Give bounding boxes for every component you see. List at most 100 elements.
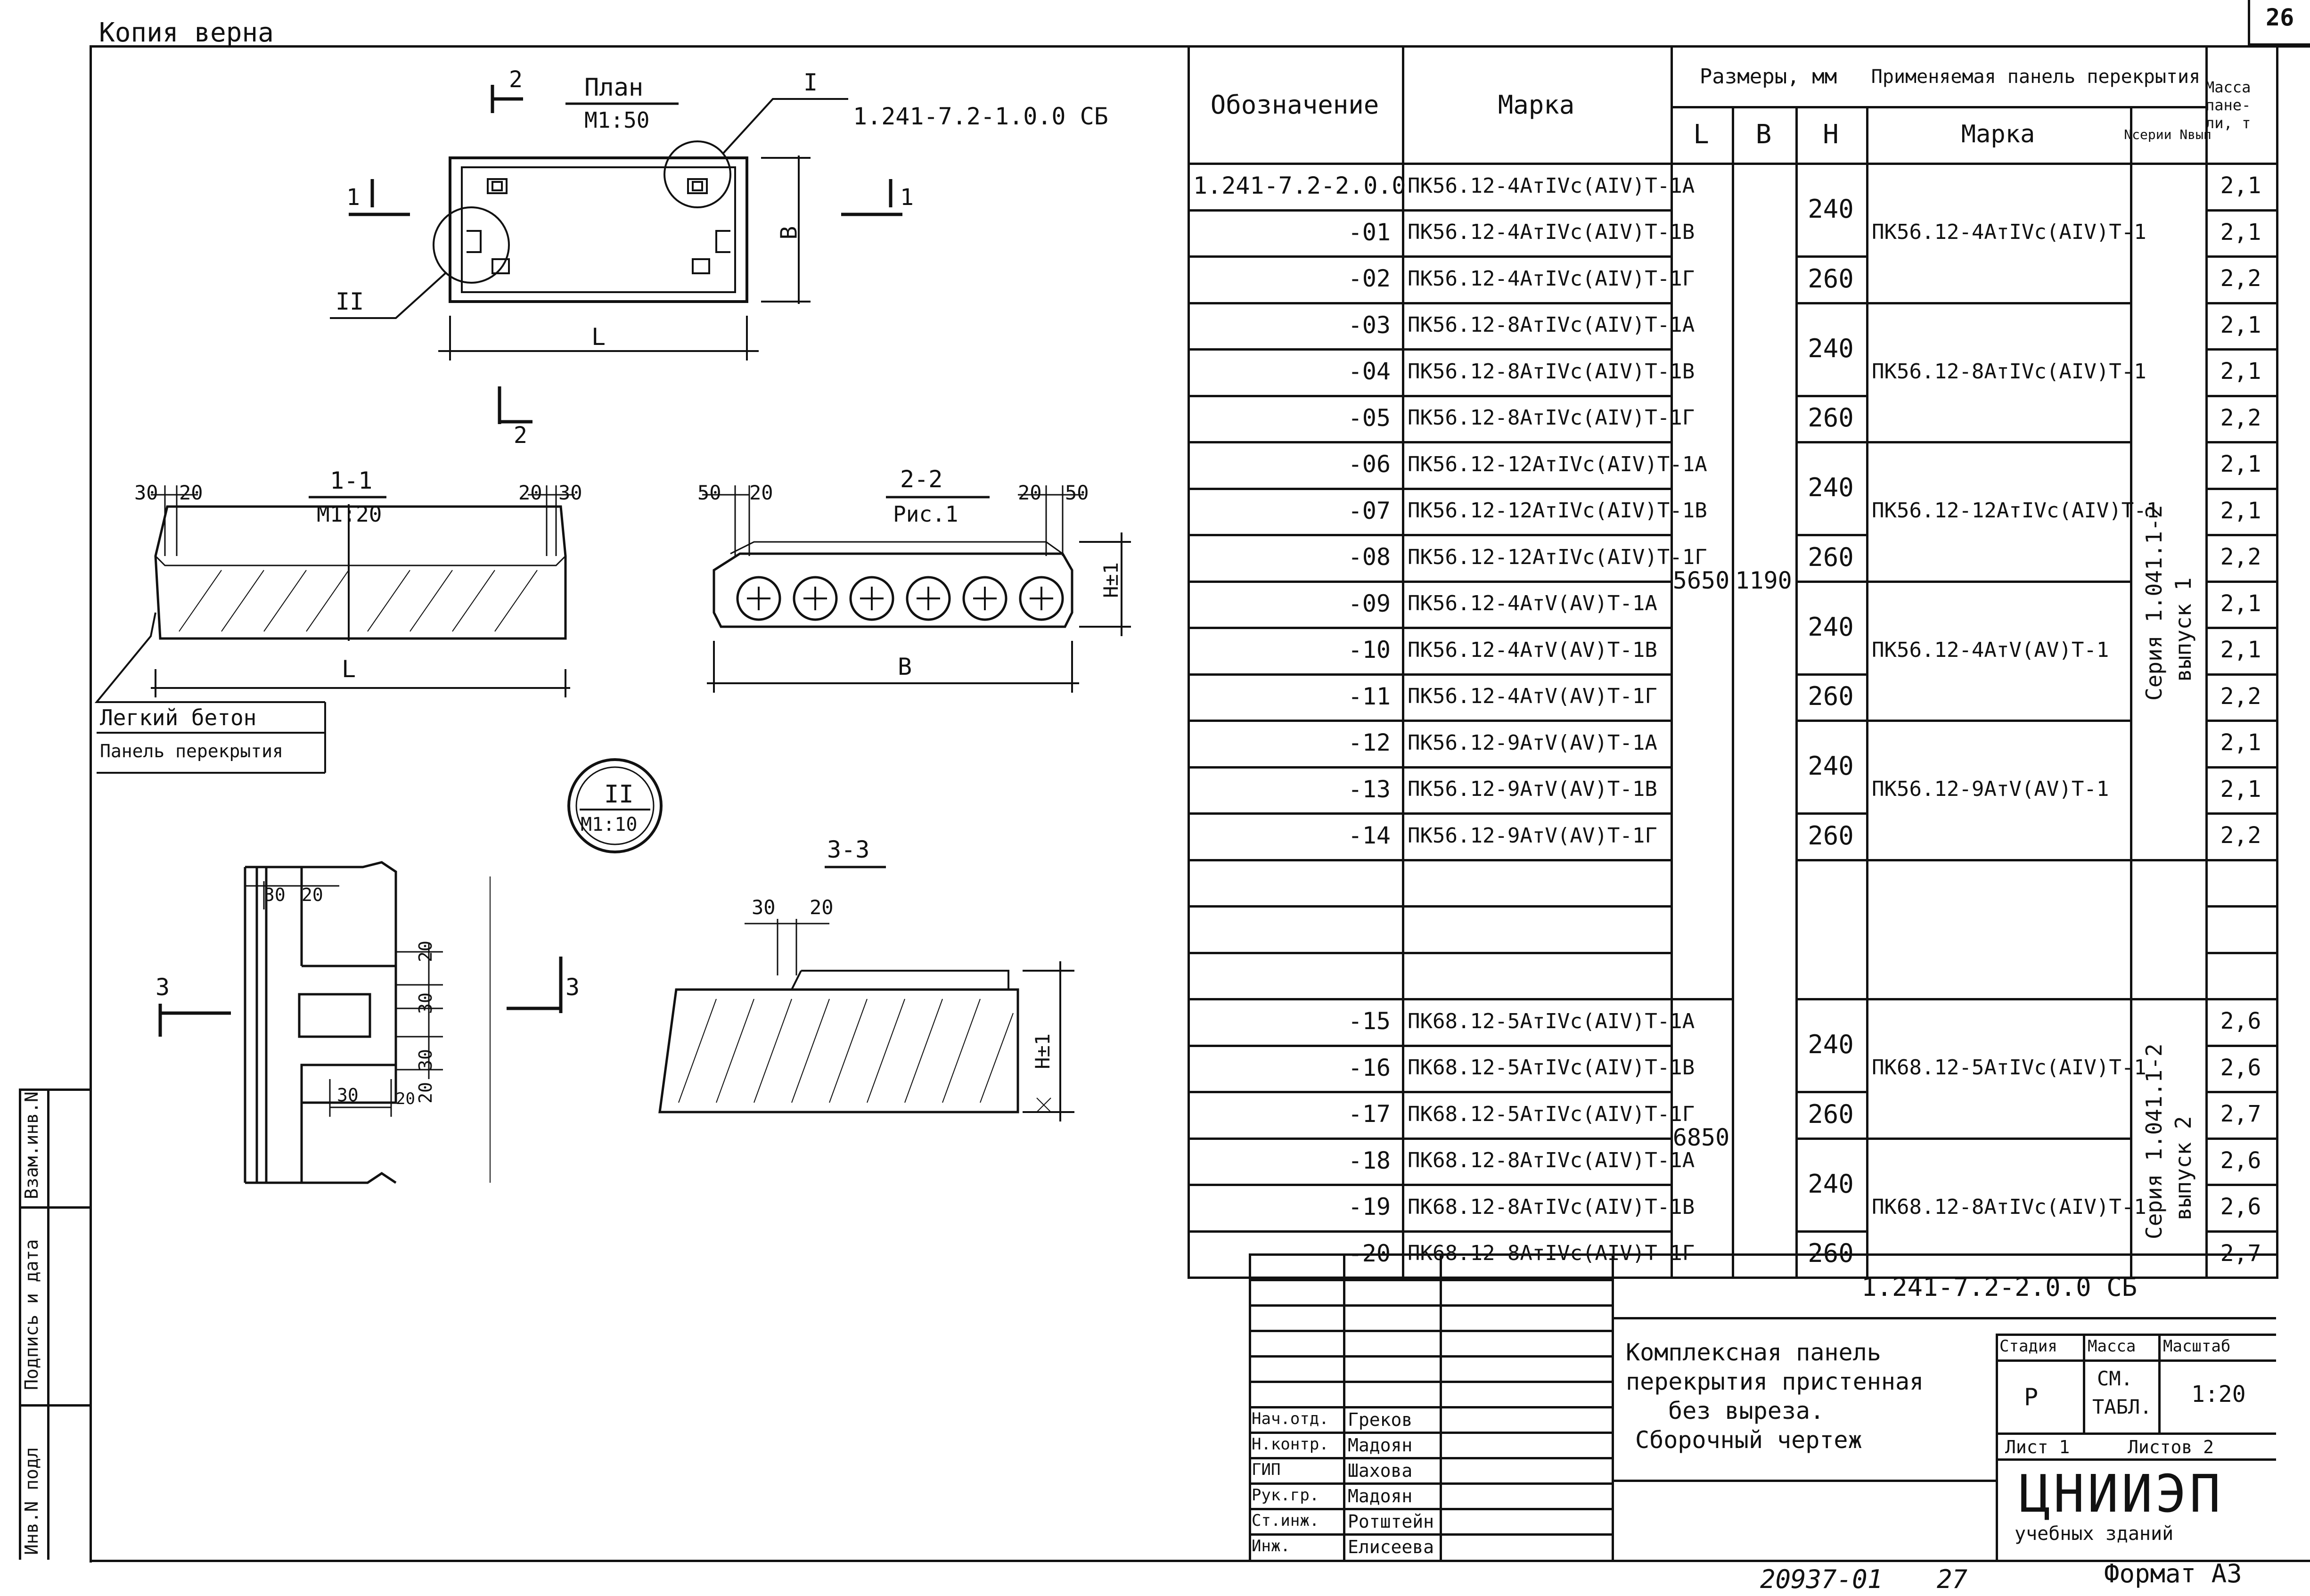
mass-cell — [2205, 952, 2276, 999]
designation-cell: -07 — [1348, 497, 1391, 524]
section-3-3-dim-h: Н±1 — [1031, 1033, 1054, 1069]
signer-role: Рук.гр. — [1252, 1486, 1319, 1505]
designation-cell: -06 — [1348, 450, 1391, 478]
row-rule — [2205, 998, 2276, 1000]
designation-cell — [1188, 859, 1402, 906]
header-b: В — [1755, 119, 1772, 150]
signer-role: Ст.инж. — [1252, 1511, 1319, 1530]
row-rule — [2205, 1044, 2276, 1047]
section-1-1-scale: М1:20 — [317, 501, 382, 527]
row-rule — [1188, 998, 1671, 1000]
panel-mark-cell: ПК68.12-5АтIVс(АIV)Т-1 — [1872, 1056, 2146, 1080]
group-rule — [1795, 812, 1866, 815]
group-rule — [1795, 1230, 1866, 1233]
group-rule — [1795, 163, 2130, 165]
issue-line: выпуск 1 — [2171, 577, 2196, 682]
series-group-rule — [2130, 998, 2205, 1000]
title-rule — [1996, 1458, 2276, 1461]
row-rule — [1188, 1137, 1671, 1140]
row-rule — [2205, 209, 2276, 212]
row-rule — [2205, 1184, 2276, 1186]
mass-cell: 2,1 — [2220, 451, 2261, 478]
group-rule — [1795, 255, 1866, 258]
section-2-2-dim-20a: 20 — [749, 481, 773, 504]
group-rule — [1795, 1137, 2130, 1140]
section-1-1-dim-30b: 30 — [558, 481, 582, 504]
designation-cell: -17 — [1348, 1100, 1391, 1128]
sheet-label: Лист 1 — [2005, 1437, 2070, 1457]
corner-rule-h — [2248, 43, 2310, 46]
title-rule — [1249, 1482, 1612, 1485]
stage-value: Р — [2024, 1383, 2039, 1411]
issue-line: выпуск 2 — [2171, 1116, 2196, 1220]
signer-role: Инж. — [1252, 1537, 1290, 1555]
section-2-2-dim-20b: 20 — [1018, 481, 1042, 504]
header-designation: Обозначение — [1210, 90, 1379, 120]
row-rule — [2205, 673, 2276, 676]
row-rule — [1188, 951, 1671, 954]
row-rule — [2205, 163, 2276, 165]
h-value-cell: 260 — [1808, 1238, 1854, 1269]
row-rule — [2205, 487, 2276, 490]
h-value-cell: 260 — [1808, 681, 1854, 712]
frame-bottom — [90, 1560, 2310, 1562]
series-line: Серия 1.041.1-2 — [2141, 1043, 2167, 1239]
group-rule — [1795, 720, 2130, 722]
header-panel: Применяемая панель перекрытия — [1871, 65, 2201, 88]
title-rule — [1612, 1317, 2276, 1319]
row-rule — [1188, 905, 1671, 908]
designation-cell: -18 — [1348, 1146, 1391, 1174]
group-rule — [1795, 1277, 2130, 1279]
row-rule — [2205, 394, 2276, 397]
scale-label: Масштаб — [2163, 1337, 2231, 1356]
detail-2-label: II — [604, 780, 634, 809]
drawing-name-line: без выреза. — [1668, 1397, 1825, 1424]
plan-title: План — [584, 74, 644, 102]
series-line: Серия 1.041.1-2 — [2141, 505, 2167, 701]
mass-cell: 2,1 — [2220, 637, 2261, 663]
header-series: Nсерии Nвып — [2124, 126, 2212, 142]
row-rule — [1188, 1091, 1671, 1093]
title-rule — [2083, 1334, 2085, 1432]
plan-cut-1-right: 1 — [900, 184, 914, 211]
mass-cell: 2,6 — [2220, 1147, 2261, 1174]
mass-cell: 2,2 — [2220, 544, 2261, 571]
sheet-number: 27 — [1937, 1564, 1968, 1594]
designation-cell: -08 — [1348, 543, 1391, 571]
header-mark: Марка — [1498, 90, 1575, 120]
mass-cell: 2,1 — [2220, 172, 2261, 199]
corner-rule — [2248, 0, 2250, 45]
h-value-cell: 260 — [1808, 1099, 1854, 1129]
l-value-cell: 5650 — [1672, 566, 1730, 594]
plan-scale: М1:50 — [584, 107, 650, 133]
mass-cell — [2205, 859, 2276, 906]
mass-cell: 2,1 — [2220, 497, 2261, 524]
designation-cell: -03 — [1348, 311, 1391, 339]
section-3-3-dim-20: 20 — [810, 896, 834, 919]
title-rule — [1996, 1432, 2276, 1435]
group-rule — [1795, 394, 1866, 397]
drawing-code: 1.241-7.2-2.0.0 СБ — [1861, 1272, 2138, 1302]
mark-cell: ПК68.12-8АтIVс(АIV)Т-1А — [1408, 1148, 1695, 1173]
l-value-cell: 6850 — [1672, 1123, 1730, 1151]
table-col-rule — [1671, 47, 1673, 1277]
designation-cell: -09 — [1348, 589, 1391, 617]
mark-cell: ПК68.12-8АтIVс(АIV)Т-1В — [1408, 1195, 1695, 1219]
title-rule — [1249, 1457, 1612, 1459]
panel-mark-cell: ПК56.12-4АтV(АV)Т-1 — [1872, 638, 2109, 662]
h-value-cell: 240 — [1808, 473, 1854, 502]
h-value-cell: 240 — [1808, 751, 1854, 781]
group-rule — [1795, 534, 1866, 536]
row-rule — [1188, 720, 1671, 722]
mass-cell: 2,1 — [2220, 311, 2261, 338]
mass-cell: 2,2 — [2220, 683, 2261, 710]
row-rule — [1188, 394, 1671, 397]
mark-cell: ПК56.12-4АтIVс(АIV)Т-1А — [1408, 173, 1695, 198]
format-label: Формат А3 — [2104, 1559, 2242, 1588]
drawing-name-line: Комплексная панель — [1626, 1339, 1881, 1366]
row-rule — [1188, 209, 1671, 212]
row-rule — [2205, 627, 2276, 629]
title-rule — [2158, 1334, 2161, 1432]
h-value-cell: 240 — [1808, 1030, 1854, 1059]
